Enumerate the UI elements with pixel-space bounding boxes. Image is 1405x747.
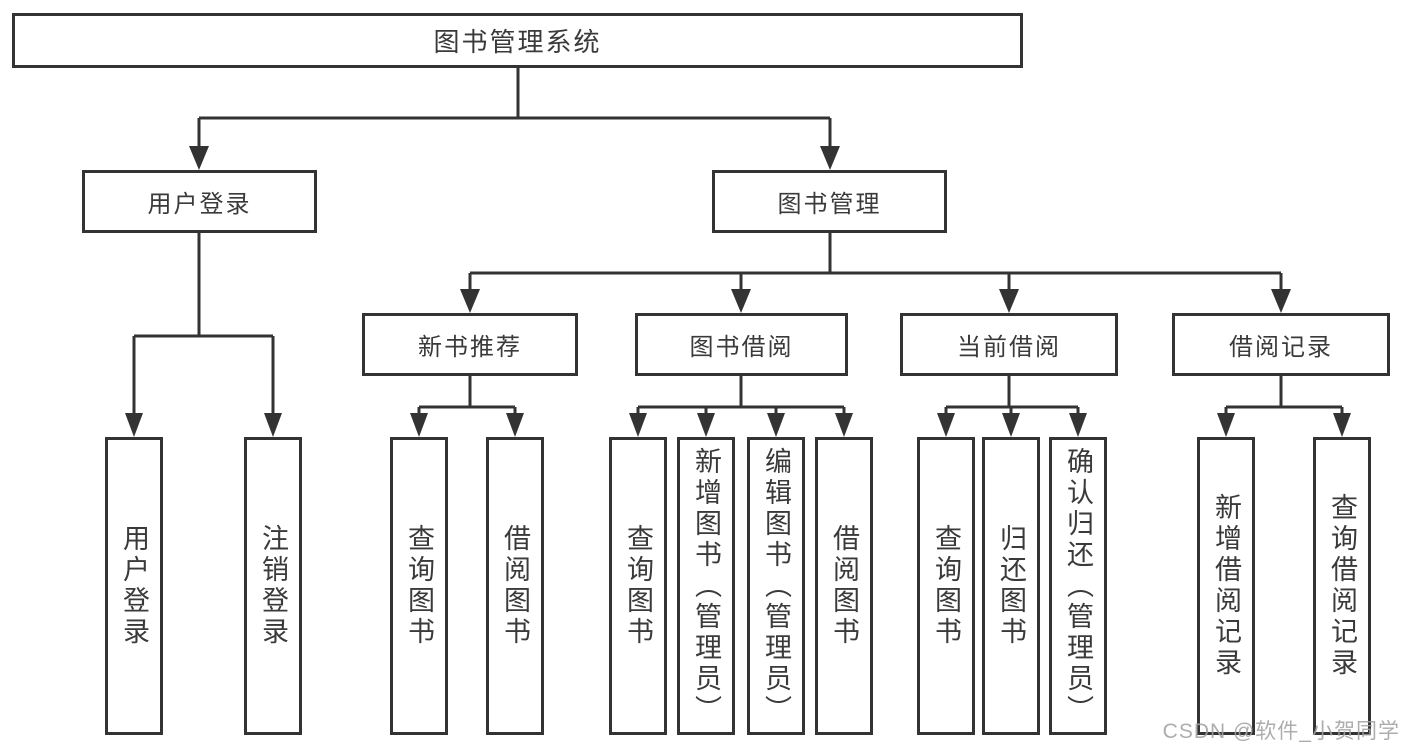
node-book-borrowing: 图书借阅: [635, 313, 848, 376]
arrowheads-user-login-group: [125, 413, 282, 437]
connector-root-to-level2: [197, 68, 832, 147]
node-borrowing-records: 借阅记录: [1172, 313, 1390, 376]
node-book-management: 图书管理: [712, 170, 947, 233]
leaf-add-borrow-record: 新增借阅记录: [1197, 437, 1255, 735]
arrowheads-current-borrow-group: [937, 413, 1087, 437]
leaf-borrow-books: 借阅图书: [815, 437, 873, 735]
node-user-login: 用户登录: [82, 170, 317, 233]
arrowheads-new-book-group: [410, 413, 524, 437]
leaf-edit-books-admin: 编辑图书（管理员）: [747, 437, 805, 735]
leaf-confirm-return-admin: 确认归还（管理员）: [1049, 437, 1107, 735]
leaf-logout: 注销登录: [244, 437, 302, 735]
node-new-book-recommendation: 新书推荐: [362, 313, 578, 376]
connector-user-login-group: [132, 233, 275, 414]
leaf-add-books-admin: 新增图书（管理员）: [677, 437, 735, 735]
leaf-borrow-books-recommend: 借阅图书: [486, 437, 544, 735]
leaf-user-login: 用户登录: [105, 437, 163, 735]
connector-book-mgmt-to-level3: [468, 233, 1283, 290]
connector-new-book-group: [417, 375, 517, 414]
leaf-query-books-current: 查询图书: [917, 437, 975, 735]
arrowheads-borrow-record-group: [1217, 413, 1351, 437]
connector-current-borrow-group: [944, 375, 1080, 414]
leaf-query-books-borrow: 查询图书: [609, 437, 667, 735]
arrowheads-level2: [189, 146, 840, 170]
connector-borrow-record-group: [1224, 375, 1344, 414]
leaf-query-borrow-record: 查询借阅记录: [1313, 437, 1371, 735]
connector-book-borrow-group: [636, 375, 846, 414]
leaf-return-books: 归还图书: [982, 437, 1040, 735]
arrowheads-level3: [460, 289, 1291, 313]
node-library-management-system: 图书管理系统: [12, 13, 1023, 68]
leaf-query-books-recommend: 查询图书: [390, 437, 448, 735]
node-current-borrowing: 当前借阅: [900, 313, 1118, 376]
arrowheads-book-borrow-group: [629, 413, 853, 437]
watermark: CSDN @软件_小贺同学: [1162, 720, 1400, 743]
